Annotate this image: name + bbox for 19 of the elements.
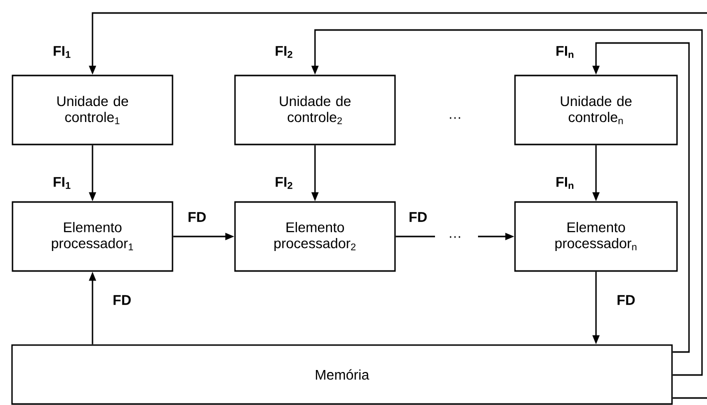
edge-label: FD: [616, 294, 636, 306]
edge-label: FI$_{1}$: [52, 45, 72, 59]
edge-label: FD: [186, 211, 208, 223]
edge-label: FD: [112, 294, 132, 306]
control-unit-box: Unidade de controle$_{n}$: [514, 74, 678, 146]
processor-box: Elemento processador$_{1}$: [12, 201, 174, 272]
processor-box: Elemento processador$_{n}$: [514, 201, 678, 272]
edge-label: FD: [408, 211, 428, 223]
processor-box: Elemento processador$_{2}$: [234, 201, 396, 272]
memory-box: Memória: [11, 344, 673, 405]
edge-label: FI$_{n}$: [554, 176, 576, 190]
edge-label: FI$_{2}$: [274, 176, 294, 190]
ellipsis: …: [450, 236, 460, 238]
edge-label: FI$_{2}$: [274, 45, 294, 59]
ellipsis: …: [450, 117, 460, 119]
control-unit-box: Unidade de controle$_{1}$: [12, 74, 174, 146]
control-unit-box: Unidade de controle$_{2}$: [234, 74, 396, 146]
edge-label: FI$_{1}$: [52, 176, 72, 190]
edge-label: FI$_{n}$: [554, 45, 576, 59]
